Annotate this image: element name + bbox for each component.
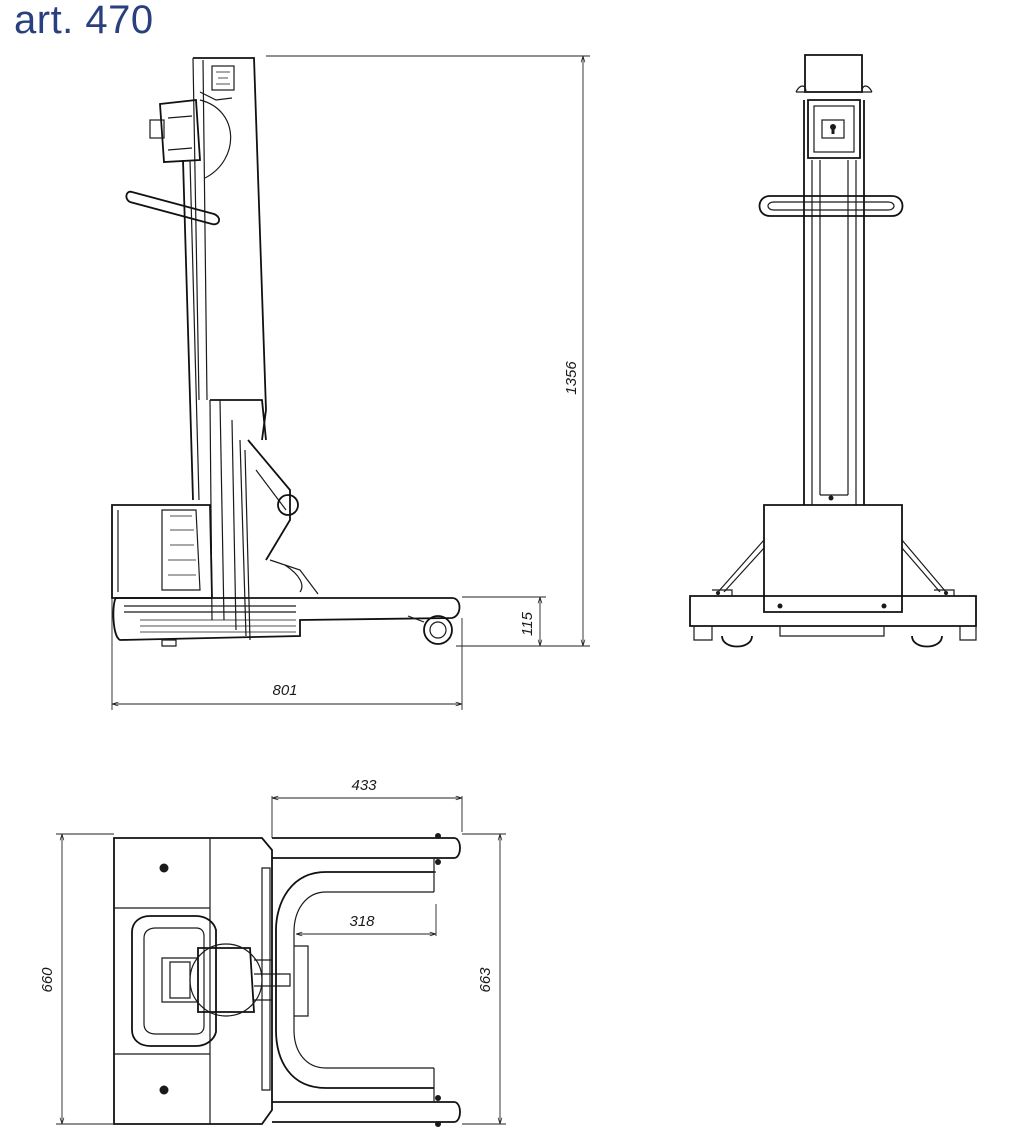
- side-dimensions: 1356 115 801: [111, 55, 590, 710]
- dim-side-length: 801: [272, 682, 297, 699]
- top-dimensions: 433 318 660 663: [39, 777, 506, 1125]
- dim-top-right-depth: 663: [477, 967, 494, 993]
- dim-top-left-depth: 660: [39, 967, 56, 993]
- top-view: [113, 833, 461, 1127]
- front-view: [689, 54, 977, 648]
- dim-top-outer-width: 433: [351, 777, 377, 794]
- dim-base-height: 115: [519, 611, 536, 636]
- dim-top-inner-width: 318: [349, 913, 375, 930]
- article-title: art. 470: [14, 0, 154, 42]
- side-view: [111, 57, 461, 647]
- dim-total-height: 1356: [563, 361, 580, 395]
